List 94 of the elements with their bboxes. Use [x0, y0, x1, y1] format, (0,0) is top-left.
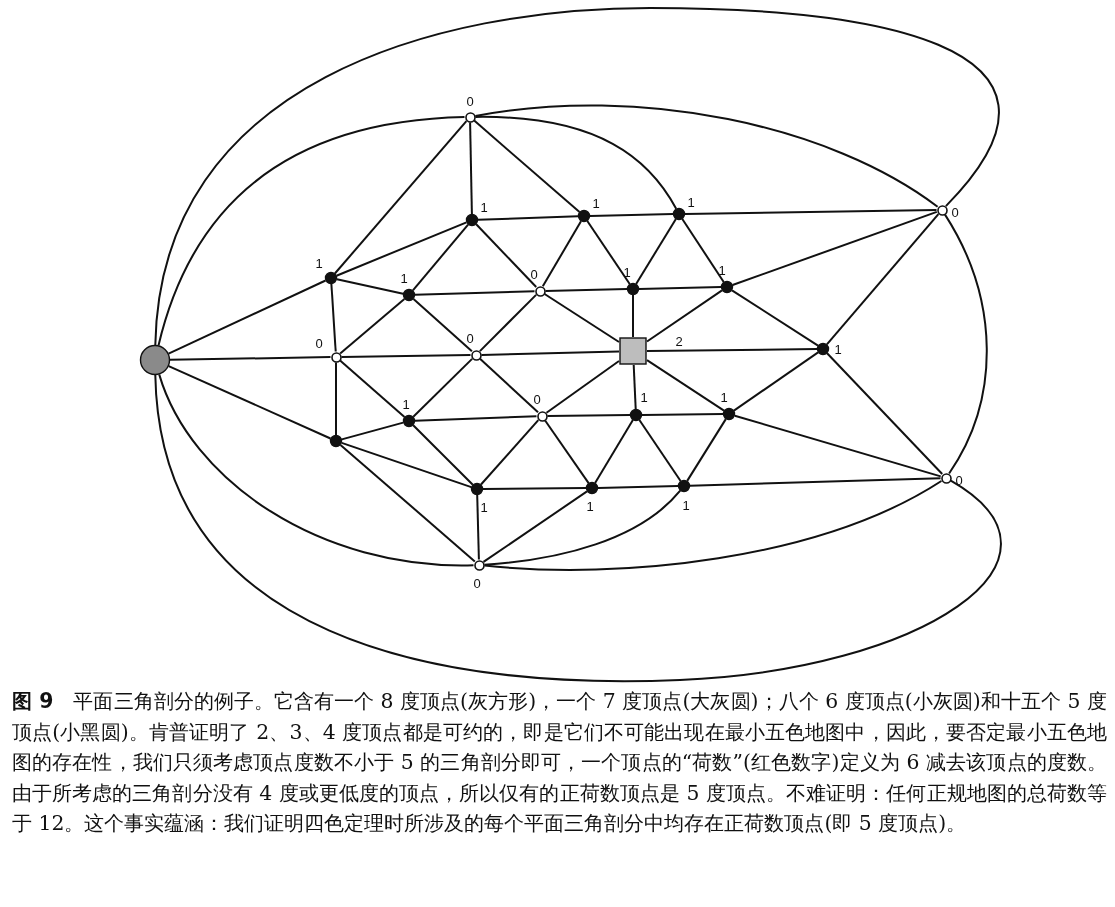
graph-edge — [480, 419, 540, 486]
graph-edge — [340, 441, 473, 489]
graph-edge — [483, 489, 682, 566]
graph-edge — [414, 290, 536, 296]
graph-edge — [158, 373, 475, 567]
graph-edge — [339, 359, 406, 418]
graph-edge — [586, 220, 631, 285]
graph-edge — [473, 119, 581, 214]
graph-edge — [632, 294, 634, 338]
graph-edge — [826, 352, 944, 475]
graph-edge — [635, 218, 677, 285]
graph-edge — [154, 7, 1000, 346]
graph-edge — [825, 213, 940, 346]
graph-edge — [638, 286, 722, 290]
graph-edge — [469, 121, 473, 215]
graph-edge — [944, 213, 988, 475]
graph-edge — [597, 485, 679, 489]
graph-edge — [546, 414, 631, 417]
large-vertex — [140, 345, 170, 375]
graph-edge — [479, 357, 539, 414]
charge-number: 1 — [315, 256, 323, 270]
graph-edge — [733, 414, 942, 478]
charge-number: 0 — [951, 205, 959, 219]
graph-edge — [646, 359, 725, 412]
charge-number: 1 — [718, 263, 726, 277]
graph-edge — [335, 221, 468, 277]
charge-number: 0 — [315, 336, 323, 350]
graph-edge — [544, 419, 590, 485]
charge-number: 1 — [682, 498, 690, 512]
graph-edge — [646, 289, 723, 343]
graph-edge — [169, 356, 332, 361]
graph-edge — [167, 279, 327, 355]
graph-edge — [477, 215, 579, 221]
graph-edge — [684, 209, 938, 215]
graph-edge — [167, 365, 332, 440]
graph-edge — [411, 223, 470, 292]
graph-edge — [412, 298, 473, 353]
graph-edge — [482, 490, 588, 563]
graph-edge — [330, 283, 337, 353]
graph-edge — [340, 354, 472, 358]
charge-number: 1 — [687, 195, 695, 209]
charge-number: 0 — [530, 267, 538, 281]
graph-edge — [474, 104, 939, 208]
graph-edge — [541, 220, 582, 288]
graph-edge — [731, 289, 819, 347]
graph-edge — [478, 293, 538, 353]
charge-number: 1 — [400, 271, 408, 285]
graph-edge — [686, 418, 727, 482]
graph-edge — [731, 210, 938, 286]
graph-edge — [340, 421, 405, 441]
graph-edge — [480, 350, 620, 356]
graph-edge — [414, 415, 538, 422]
graph-edge — [732, 351, 820, 412]
graph-edge — [545, 360, 620, 414]
graph-edge — [482, 487, 587, 490]
charge-number: 1 — [480, 200, 488, 214]
graph-edge — [154, 374, 1002, 683]
graph-edge — [412, 357, 474, 418]
graph-edge — [681, 218, 725, 283]
graph-edge — [476, 494, 480, 561]
figure-caption: 图 9 平面三角剖分的例子。它含有一个 8 度顶点(灰方形)，一个 7 度顶点(大灰圆)；八个 6 度顶点(小灰圆)和十五个 5 度顶点(小黑圆)。肯普证明了 2、3、4 度顶点都是可约的，即是它们不可能出现在最小五色地图中，因此，要否定最小五色地图的存在性，我们只须考虑顶点度数不小于 5 的三角剖分即可，一个顶点的“荷数”(红色数字)定义为 6 减去该顶点的度数。由于所考虑的三角剖分没有 4 度或更低度的顶点，所以仅有的正荷数顶点是 5 度顶点。不难证明：任何正规地图的总荷数等于 12。这个事实蕴涵：我们证明四色定理时所涉及的每个平面三角剖分中均存在正荷数顶点(即 5 度顶点)。 — [12, 688, 1107, 837]
graph-edge — [412, 424, 474, 486]
graph-edge — [483, 480, 943, 571]
graph-edge — [544, 288, 628, 292]
graph-edge — [333, 120, 468, 275]
charge-number: 1 — [834, 342, 842, 356]
graph-edge — [474, 115, 678, 210]
charge-number: 0 — [955, 473, 963, 487]
charge-number: 2 — [675, 334, 683, 348]
graph-edge — [689, 477, 942, 487]
graph-edge — [646, 348, 818, 352]
charge-number: 1 — [402, 397, 410, 411]
graph-edge — [339, 443, 476, 563]
graph-edge — [638, 419, 682, 482]
charge-number: 0 — [473, 576, 481, 590]
charge-number: 1 — [586, 499, 594, 513]
charge-number: 1 — [640, 390, 648, 404]
charge-number: 0 — [466, 94, 474, 108]
charge-number: 1 — [480, 500, 488, 514]
vertex-dot — [330, 435, 342, 447]
graph-edge — [632, 364, 637, 410]
graph-edge — [335, 278, 405, 295]
graph-edge — [543, 293, 620, 343]
graph-edge — [641, 413, 724, 416]
graph-edge — [589, 213, 674, 217]
charge-number: 0 — [466, 331, 474, 345]
charge-number: 1 — [592, 196, 600, 210]
graph-edge — [157, 116, 466, 347]
charge-number: 1 — [720, 390, 728, 404]
graph-edge — [339, 297, 406, 355]
charge-number: 0 — [533, 392, 541, 406]
graph-edge — [335, 361, 337, 436]
graph-edge — [475, 223, 538, 288]
graph-edge — [594, 419, 634, 484]
